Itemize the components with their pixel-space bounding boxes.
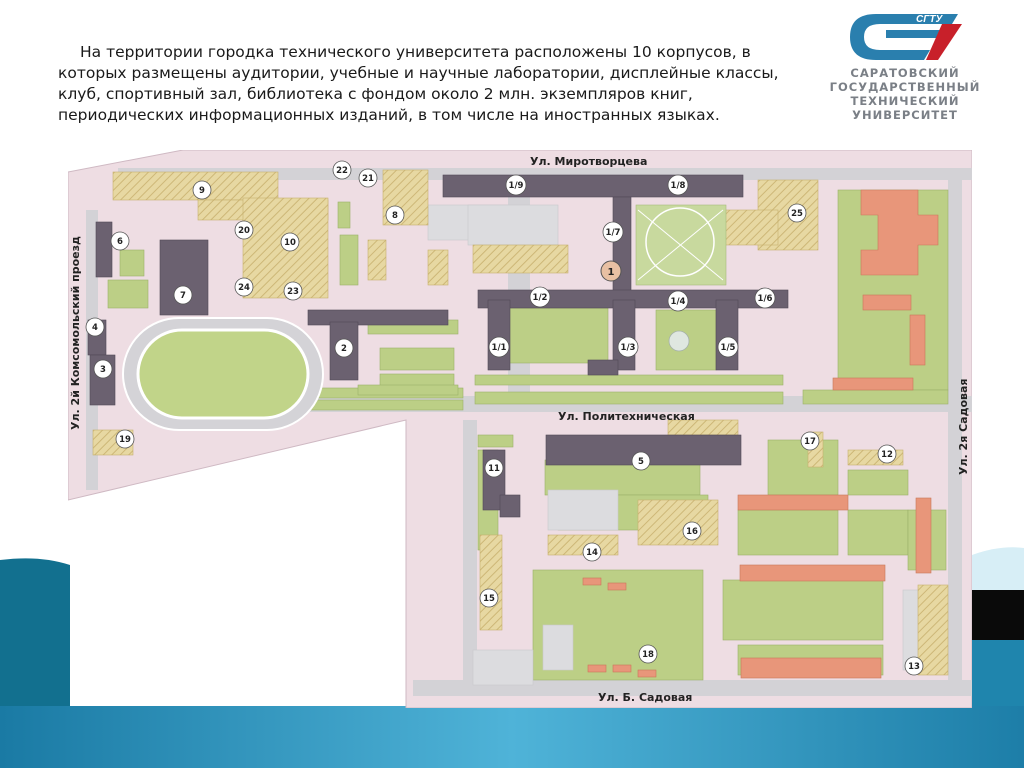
marker-b9-label: 9: [199, 186, 205, 196]
marker-b21-label: 21: [362, 174, 374, 184]
marker-b13: 13: [904, 656, 924, 676]
marker-b25: 25: [787, 203, 807, 223]
logo-mark-text: СГТУ: [916, 14, 943, 25]
marker-b5: 5: [631, 451, 651, 471]
marker-b19: 19: [115, 429, 135, 449]
marker-b15: 15: [479, 588, 499, 608]
marker-b2-label: 2: [341, 344, 347, 354]
marker-b17: 17: [800, 431, 820, 451]
marker-b22: 22: [332, 160, 352, 180]
marker-b12: 12: [877, 444, 897, 464]
marker-b1-8-label: 1/8: [671, 181, 686, 191]
marker-b22-label: 22: [336, 166, 348, 176]
marker-b20: 20: [234, 220, 254, 240]
marker-b5-label: 5: [638, 457, 644, 467]
logo-line-3: ТЕХНИЧЕСКИЙ: [850, 94, 960, 108]
logo-line-4: УНИВЕРСИТЕТ: [852, 108, 958, 122]
orange-buildings: [582, 189, 939, 679]
marker-b1-1-label: 1/1: [492, 343, 507, 353]
marker-b21: 21: [358, 168, 378, 188]
logo-line-1: САРАТОВСКИЙ: [850, 66, 960, 80]
marker-b1-label: 1: [608, 267, 615, 278]
marker-b18: 18: [638, 644, 658, 664]
wave-bottom: [0, 706, 1024, 768]
wave-right-light: [972, 547, 1024, 590]
marker-b6: 6: [110, 231, 130, 251]
marker-b1: 1: [600, 260, 622, 282]
street-label-left: Ул. 2й Комсомольский проезд: [69, 236, 82, 430]
marker-b24-label: 24: [238, 283, 250, 293]
street-label-top: Ул. Миротворцева: [530, 155, 647, 168]
marker-b1-1: 1/1: [488, 336, 510, 358]
marker-b16: 16: [682, 521, 702, 541]
marker-b1-4: 1/4: [667, 290, 689, 312]
marker-b1-6-label: 1/6: [758, 294, 773, 304]
marker-b25-label: 25: [791, 209, 803, 219]
street-label-right: Ул. 2я Садовая: [957, 379, 970, 475]
marker-b4-label: 4: [92, 323, 98, 333]
marker-b1-5-label: 1/5: [721, 343, 736, 353]
marker-b6-label: 6: [117, 237, 123, 247]
marker-b1-7: 1/7: [602, 221, 624, 243]
marker-b9: 9: [192, 180, 212, 200]
logo-line-2: ГОСУДАРСТВЕННЫЙ: [829, 80, 981, 94]
marker-b23-label: 23: [287, 287, 299, 297]
marker-b10: 10: [280, 232, 300, 252]
campus-map: Ул. Миротворцева Ул. Политехническая Ул.…: [68, 150, 972, 708]
marker-b1-9: 1/9: [505, 174, 527, 196]
marker-b14-label: 14: [586, 548, 598, 558]
logo-caption: САРАТОВСКИЙ ГОСУДАРСТВЕННЫЙ ТЕХНИЧЕСКИЙ …: [820, 66, 990, 122]
marker-b7: 7: [173, 285, 193, 305]
marker-b3: 3: [93, 359, 113, 379]
marker-b1-8: 1/8: [667, 174, 689, 196]
marker-b24: 24: [234, 277, 254, 297]
university-logo: СГТУ САРАТОВСКИЙ ГОСУДАРСТВЕННЫЙ ТЕХНИЧЕ…: [820, 8, 990, 128]
marker-b1-2: 1/2: [529, 286, 551, 308]
marker-b2: 2: [334, 338, 354, 358]
wave-right-dark: [972, 585, 1024, 645]
logo-mark-icon: СГТУ: [850, 14, 962, 60]
building-markers: 1 1/1 1/2 1/3 1/4 1/5 1/6 1/7 1/8 1/9 2 …: [85, 160, 924, 676]
marker-b11-label: 11: [488, 464, 500, 474]
marker-b1-5: 1/5: [717, 336, 739, 358]
marker-b15-label: 15: [483, 594, 495, 604]
marker-b1-4-label: 1/4: [671, 297, 686, 307]
stadium: [122, 317, 324, 431]
marker-b19-label: 19: [119, 435, 131, 445]
street-label-bottom: Ул. Б. Садовая: [598, 691, 692, 704]
marker-b8: 8: [385, 205, 405, 225]
marker-b12-label: 12: [881, 450, 893, 460]
front-square: [635, 204, 727, 352]
marker-b4: 4: [85, 317, 105, 337]
marker-b14: 14: [582, 542, 602, 562]
marker-b3-label: 3: [100, 365, 106, 375]
marker-b1-3-label: 1/3: [621, 343, 636, 353]
intro-text: На территории городка технического униве…: [58, 43, 779, 124]
marker-b20-label: 20: [238, 226, 250, 236]
street-label-middle: Ул. Политехническая: [558, 410, 695, 423]
marker-b1-2-label: 1/2: [533, 293, 548, 303]
marker-b1-9-label: 1/9: [509, 181, 524, 191]
marker-b10-label: 10: [284, 238, 296, 248]
marker-b1-7-label: 1/7: [606, 228, 621, 238]
marker-b13-label: 13: [908, 662, 920, 672]
marker-b11: 11: [484, 458, 504, 478]
marker-b1-3: 1/3: [617, 336, 639, 358]
marker-b23: 23: [283, 281, 303, 301]
marker-b1-6: 1/6: [754, 287, 776, 309]
marker-b8-label: 8: [392, 211, 398, 221]
marker-b16-label: 16: [686, 527, 698, 537]
marker-b18-label: 18: [642, 650, 654, 660]
marker-b7-label: 7: [180, 291, 186, 301]
grey-areas: [427, 204, 944, 686]
marker-b17-label: 17: [804, 437, 816, 447]
